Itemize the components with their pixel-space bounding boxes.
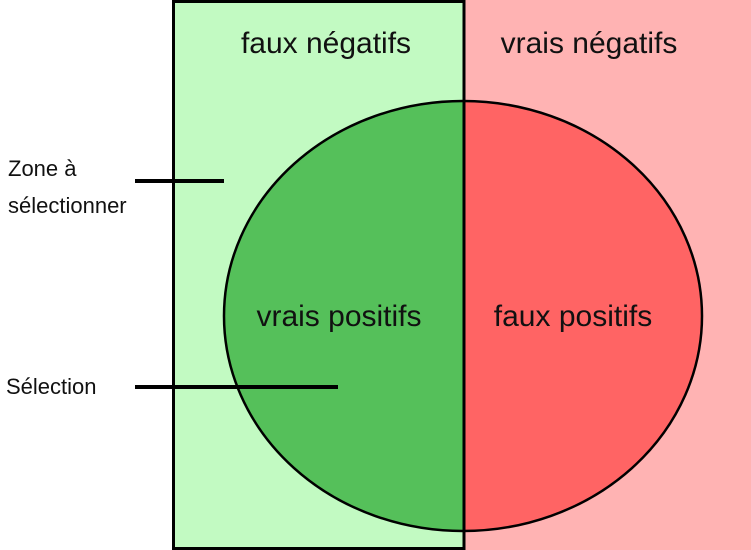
true-negatives-label: vrais négatifs [501, 27, 678, 60]
zone-label-line2: sélectionner [8, 193, 127, 218]
false-positives-label: faux positifs [494, 300, 652, 333]
false-negatives-label: faux négatifs [241, 27, 411, 60]
true-positives-label: vrais positifs [256, 300, 421, 333]
zone-label-line1: Zone à [8, 156, 77, 181]
selection-label: Sélection [6, 374, 97, 399]
true-positive-area [224, 101, 464, 531]
false-positive-area [464, 101, 702, 531]
